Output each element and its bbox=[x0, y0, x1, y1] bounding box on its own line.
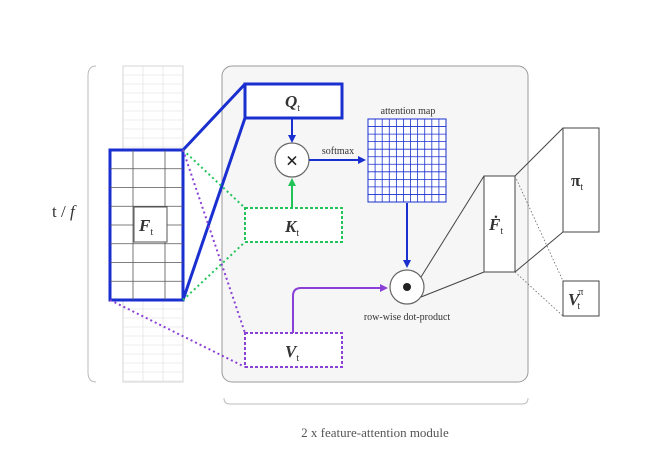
module-bracket bbox=[223, 397, 529, 405]
proj-line-k-bottom bbox=[182, 241, 246, 301]
rowwise-label: row-wise dot-product bbox=[364, 312, 451, 323]
dot-to-fdot-bottom bbox=[420, 271, 485, 298]
proj-line-q-top bbox=[181, 82, 247, 152]
policy-label: πt bbox=[571, 171, 583, 193]
dot-to-fdot-top bbox=[420, 175, 485, 278]
module-caption: 2 x feature-attention module bbox=[301, 425, 449, 440]
key-label: Kt bbox=[284, 217, 299, 239]
attended-features-box bbox=[483, 175, 516, 273]
multiply-icon: × bbox=[286, 148, 299, 173]
proj-line-k-top bbox=[182, 149, 246, 209]
feature-block: Ft bbox=[108, 148, 185, 302]
features-label-box bbox=[133, 206, 168, 243]
query-label: Qt bbox=[285, 92, 300, 114]
attention-map-outline bbox=[367, 118, 447, 203]
value-box bbox=[244, 332, 343, 368]
dot-icon bbox=[403, 283, 411, 291]
value-label: Vt bbox=[285, 342, 299, 364]
query-box bbox=[243, 82, 344, 120]
fdot-to-vpi-bottom bbox=[514, 271, 564, 317]
time-bracket bbox=[87, 65, 97, 383]
proj-line-q-bottom bbox=[181, 117, 247, 301]
attended-features-label: Ḟt bbox=[488, 215, 503, 237]
proj-line-v-bottom bbox=[109, 299, 246, 368]
value-pi-box bbox=[562, 280, 600, 317]
policy-box bbox=[562, 127, 600, 233]
fdot-to-pi-bottom bbox=[514, 231, 564, 273]
time-over-f-label: t / f bbox=[52, 202, 77, 221]
key-box bbox=[244, 207, 343, 243]
fdot-to-pi-top bbox=[514, 127, 564, 177]
softmax-label: softmax bbox=[322, 146, 354, 157]
value-to-dot-arrow bbox=[292, 284, 388, 333]
attention-map-grid bbox=[367, 118, 447, 203]
features-label: Ft bbox=[138, 216, 153, 238]
attention-map-title: attention map bbox=[381, 106, 436, 117]
proj-line-v-top bbox=[182, 149, 246, 334]
